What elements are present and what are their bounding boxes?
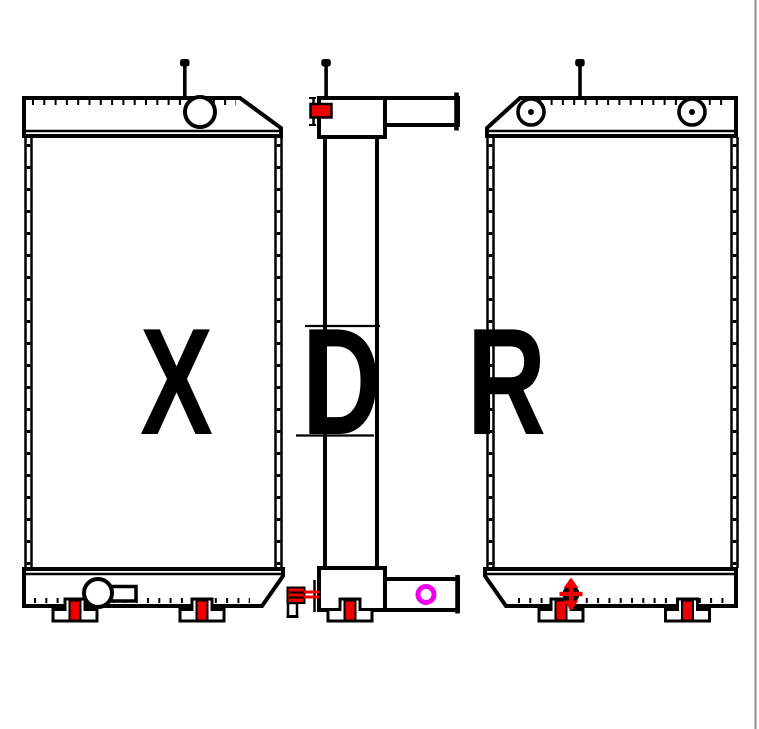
mounting-foot (664, 597, 711, 623)
bottom-tank (483, 567, 738, 608)
overflow-tube-icon (321, 59, 331, 97)
drain-valve-arrow-red (559, 577, 583, 611)
watermark-letter-d: D (302, 297, 381, 467)
foot-pin-red (554, 599, 568, 622)
core-left-edge (24, 137, 33, 568)
watermark-letter-r: R (467, 297, 546, 467)
core-left-edge (486, 137, 495, 568)
foot-pin-red (681, 599, 694, 622)
back-view (483, 59, 739, 623)
watermark-text: X D R (140, 297, 546, 467)
inlet-pipe (383, 96, 460, 127)
mounting-foot (51, 597, 99, 623)
front-view (22, 59, 285, 623)
inlet-fitting-red (309, 102, 333, 119)
outlet-pipe (383, 577, 460, 612)
foot-pin-red (195, 599, 209, 622)
port-ring-magenta (415, 584, 437, 605)
petcock-red-body (286, 586, 319, 604)
core-right-edge (274, 137, 283, 568)
drain-valve-icon (559, 577, 583, 611)
core-side-lines (296, 137, 380, 568)
core-right-edge (730, 137, 739, 568)
mounting-foot (326, 597, 374, 623)
overflow-tube-icon (575, 59, 585, 97)
filler-neck (183, 95, 217, 129)
petcock-stub (286, 601, 299, 618)
drain-petcock (286, 580, 319, 618)
foot-pin-red (343, 599, 357, 622)
mounting-pin-hole (677, 97, 707, 127)
mounting-foot (178, 597, 226, 623)
side-view (286, 59, 460, 623)
overflow-tube-icon (180, 59, 190, 97)
outlet-port-circle (82, 577, 114, 609)
foot-pin-red (68, 599, 82, 622)
watermark-letter-x: X (140, 297, 213, 467)
mounting-pin-hole (516, 97, 546, 127)
